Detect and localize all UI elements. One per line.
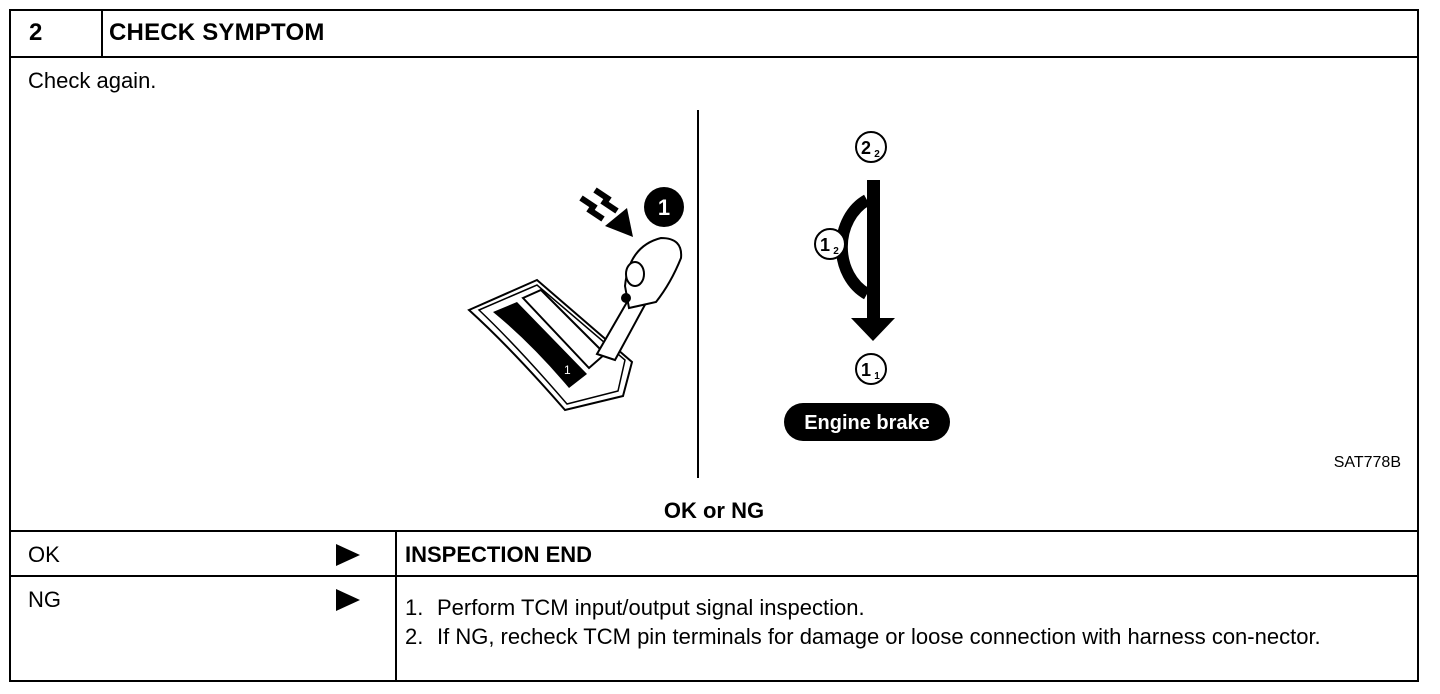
item-text: Perform TCM input/output signal inspecti… <box>437 595 865 620</box>
svg-text:1: 1 <box>861 360 871 380</box>
column-divider <box>395 532 397 575</box>
position-1-1-label: 1 1 <box>855 353 887 385</box>
engine-brake-badge: Engine brake <box>784 403 950 441</box>
item-number: 1. <box>405 595 424 620</box>
position-arrow-icon <box>835 180 895 341</box>
figure-code: SAT778B <box>1333 454 1401 471</box>
step-body: Check again. 1 <box>11 58 1417 532</box>
svg-text:2: 2 <box>874 149 880 160</box>
ng-action-item: 2. If NG, recheck TCM pin terminals for … <box>405 622 1395 651</box>
result-question: OK or NG <box>663 498 765 523</box>
step-title: CHECK SYMPTOM <box>109 19 325 46</box>
item-number: 2. <box>405 624 424 649</box>
svg-text:1: 1 <box>820 235 830 255</box>
ok-outcome-row: OK INSPECTION END <box>11 532 1417 577</box>
svg-text:1: 1 <box>658 195 670 220</box>
svg-text:Engine brake: Engine brake <box>804 412 930 434</box>
ng-label: NG <box>28 587 61 612</box>
position-1-2-label: 1 2 <box>814 228 846 260</box>
instruction-text: Check again. <box>28 68 157 93</box>
shift-lever-icon <box>595 236 683 362</box>
push-arrow-icon <box>579 187 633 237</box>
step-header: 2 CHECK SYMPTOM <box>11 11 1417 58</box>
callout-1-icon: 1 <box>644 187 684 227</box>
svg-text:2: 2 <box>861 138 871 158</box>
ok-label: OK <box>28 542 60 567</box>
inspection-step-table: 2 CHECK SYMPTOM Check again. 1 <box>9 9 1419 682</box>
svg-text:2: 2 <box>833 246 839 257</box>
ng-action-item: 1. Perform TCM input/output signal inspe… <box>405 593 1395 622</box>
ng-action-list: 1. Perform TCM input/output signal inspe… <box>405 593 1395 651</box>
ok-action: INSPECTION END <box>405 542 593 567</box>
right-arrow-icon <box>336 544 360 566</box>
shift-lever-illustration: 1 1 <box>467 110 950 478</box>
right-arrow-icon <box>336 589 360 611</box>
column-divider <box>395 577 397 680</box>
ng-outcome-row: NG 1. Perform TCM input/output signal in… <box>11 577 1417 680</box>
position-2-2-label: 2 2 <box>855 131 887 163</box>
item-text: If NG, recheck TCM pin terminals for dam… <box>437 624 1321 649</box>
svg-text:1: 1 <box>564 363 571 377</box>
step-number: 2 <box>11 11 103 56</box>
svg-text:1: 1 <box>874 371 880 382</box>
